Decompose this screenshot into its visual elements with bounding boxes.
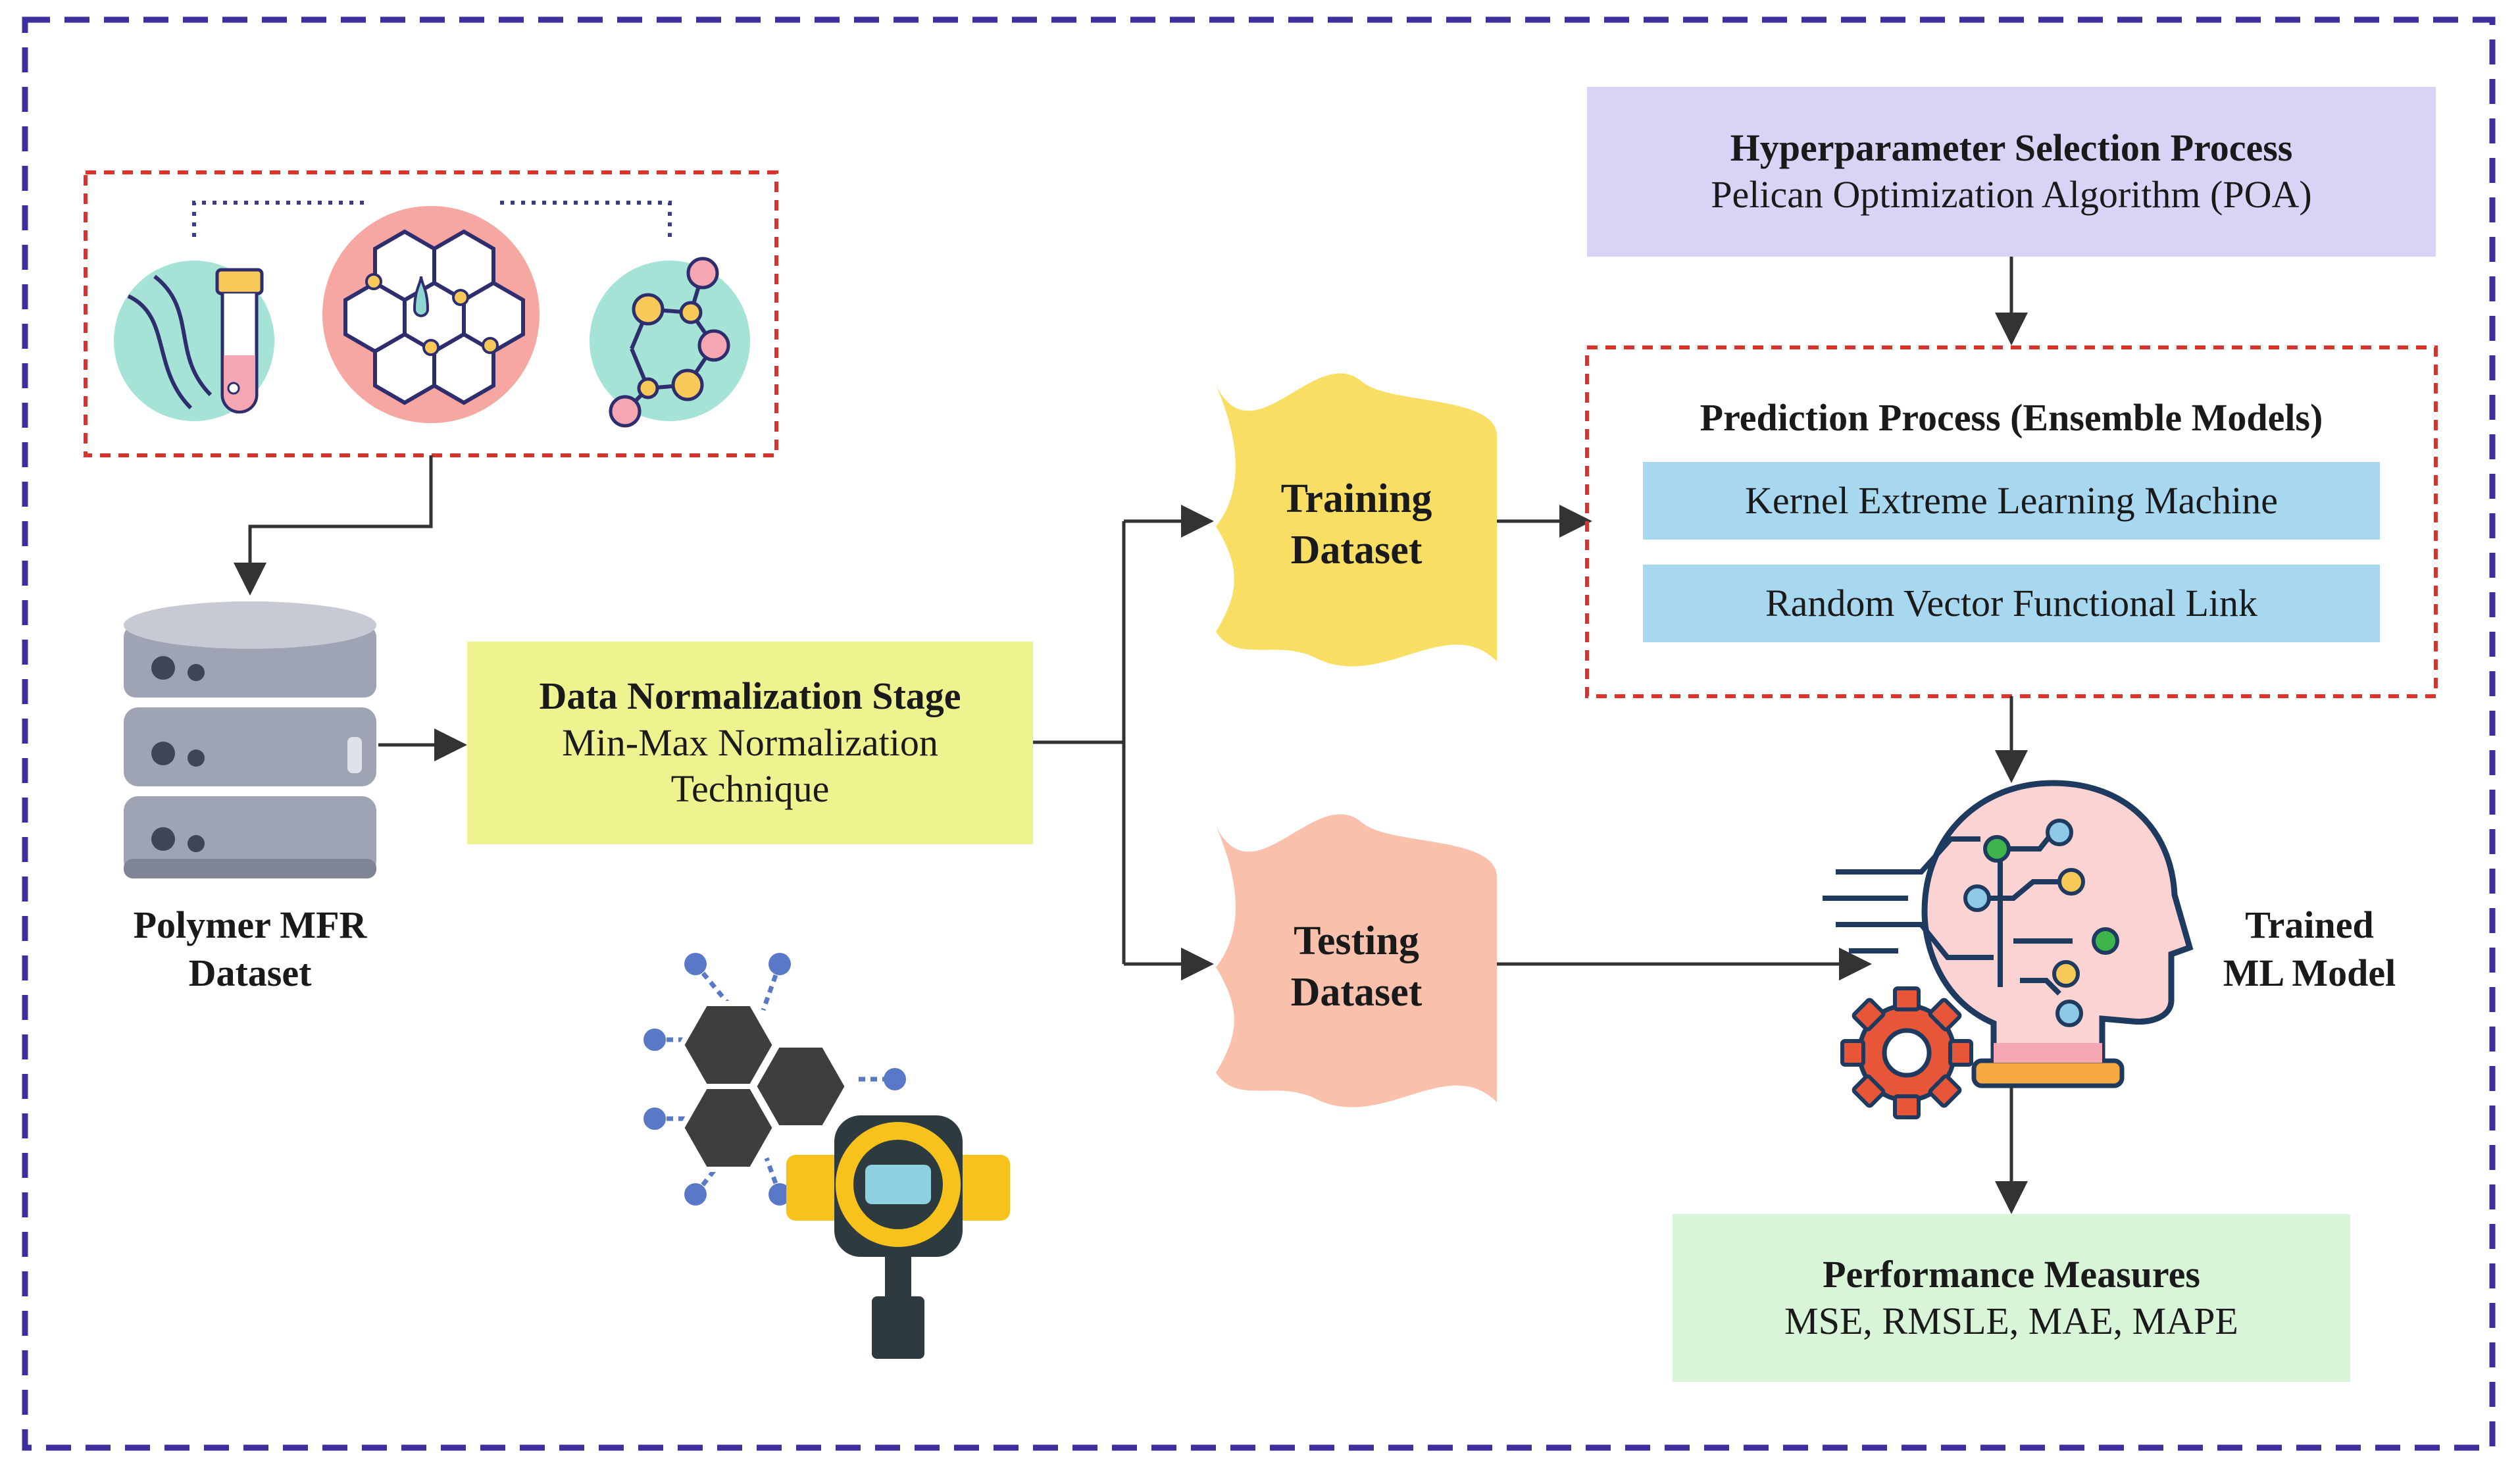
training-line2: Dataset: [1290, 527, 1423, 572]
testing-dataset-shape: [1216, 814, 1497, 1107]
kelm-label: Kernel Extreme Learning Machine: [1744, 478, 2279, 522]
hyperparameter-title: Hyperparameter Selection Process: [1730, 126, 2293, 170]
normalization-box: Data Normalization Stage Min-Max Normali…: [467, 642, 1033, 844]
normalization-title: Data Normalization Stage: [539, 674, 961, 717]
normalization-line2: Technique: [670, 767, 830, 811]
performance-title: Performance Measures: [1823, 1252, 2200, 1296]
model-line2: ML Model: [2223, 951, 2396, 994]
hexagon-network-icon: [322, 206, 540, 423]
sensor-device-icon: [643, 953, 1010, 1359]
normalization-box-shape: [467, 642, 1033, 844]
training-dataset-shape: [1216, 373, 1497, 667]
performance-metrics: MSE, RMSLE, MAE, MAPE: [1784, 1299, 2238, 1342]
training-line1: Training: [1280, 476, 1432, 521]
dna-test-tube-icon: [114, 261, 274, 421]
ai-head-icon: [1823, 780, 2194, 1088]
rvfl-box-shape: [1643, 565, 2380, 642]
model-label: Trained ML Model: [2184, 902, 2434, 997]
performance-box-shape: [1673, 1214, 2350, 1382]
training-label: Training Dataset: [1216, 474, 1497, 576]
testing-line2: Dataset: [1290, 969, 1423, 1015]
kelm-box: Kernel Extreme Learning Machine: [1643, 462, 2380, 540]
hyperparameter-subtitle: Pelican Optimization Algorithm (POA): [1711, 173, 2312, 216]
hyperparameter-box-shape: [1587, 87, 2436, 257]
performance-box: Performance Measures MSE, RMSLE, MAE, MA…: [1673, 1214, 2350, 1382]
gear-icon: [1840, 986, 1973, 1119]
rvfl-box: Random Vector Functional Link: [1643, 565, 2380, 642]
kelm-box-shape: [1643, 462, 2380, 540]
prediction-title: Prediction Process (Ensemble Models): [1700, 395, 2323, 439]
testing-label: Testing Dataset: [1216, 916, 1497, 1018]
molecule-icon: [590, 257, 750, 428]
dataset-label: Polymer MFR Dataset: [79, 902, 421, 997]
test-tube-icon: [215, 268, 264, 414]
outer-frame: [22, 16, 2496, 1451]
dataset-line1: Polymer MFR: [133, 903, 367, 946]
database-icon: [124, 601, 376, 878]
normalization-line1: Min-Max Normalization: [562, 721, 938, 764]
testing-line1: Testing: [1294, 919, 1419, 963]
icon-connector-lines: [192, 201, 672, 237]
rvfl-label: Random Vector Functional Link: [1765, 581, 2257, 624]
dataset-line2: Dataset: [188, 951, 312, 994]
prediction-heading-box: Prediction Process (Ensemble Models): [1587, 385, 2436, 451]
hyperparameter-box: Hyperparameter Selection Process Pelican…: [1587, 87, 2436, 257]
split-line: [1033, 521, 1126, 964]
model-line1: Trained: [2245, 903, 2374, 946]
chemistry-icons-frame: [84, 170, 778, 457]
arrow-icons-to-database: [234, 455, 433, 596]
